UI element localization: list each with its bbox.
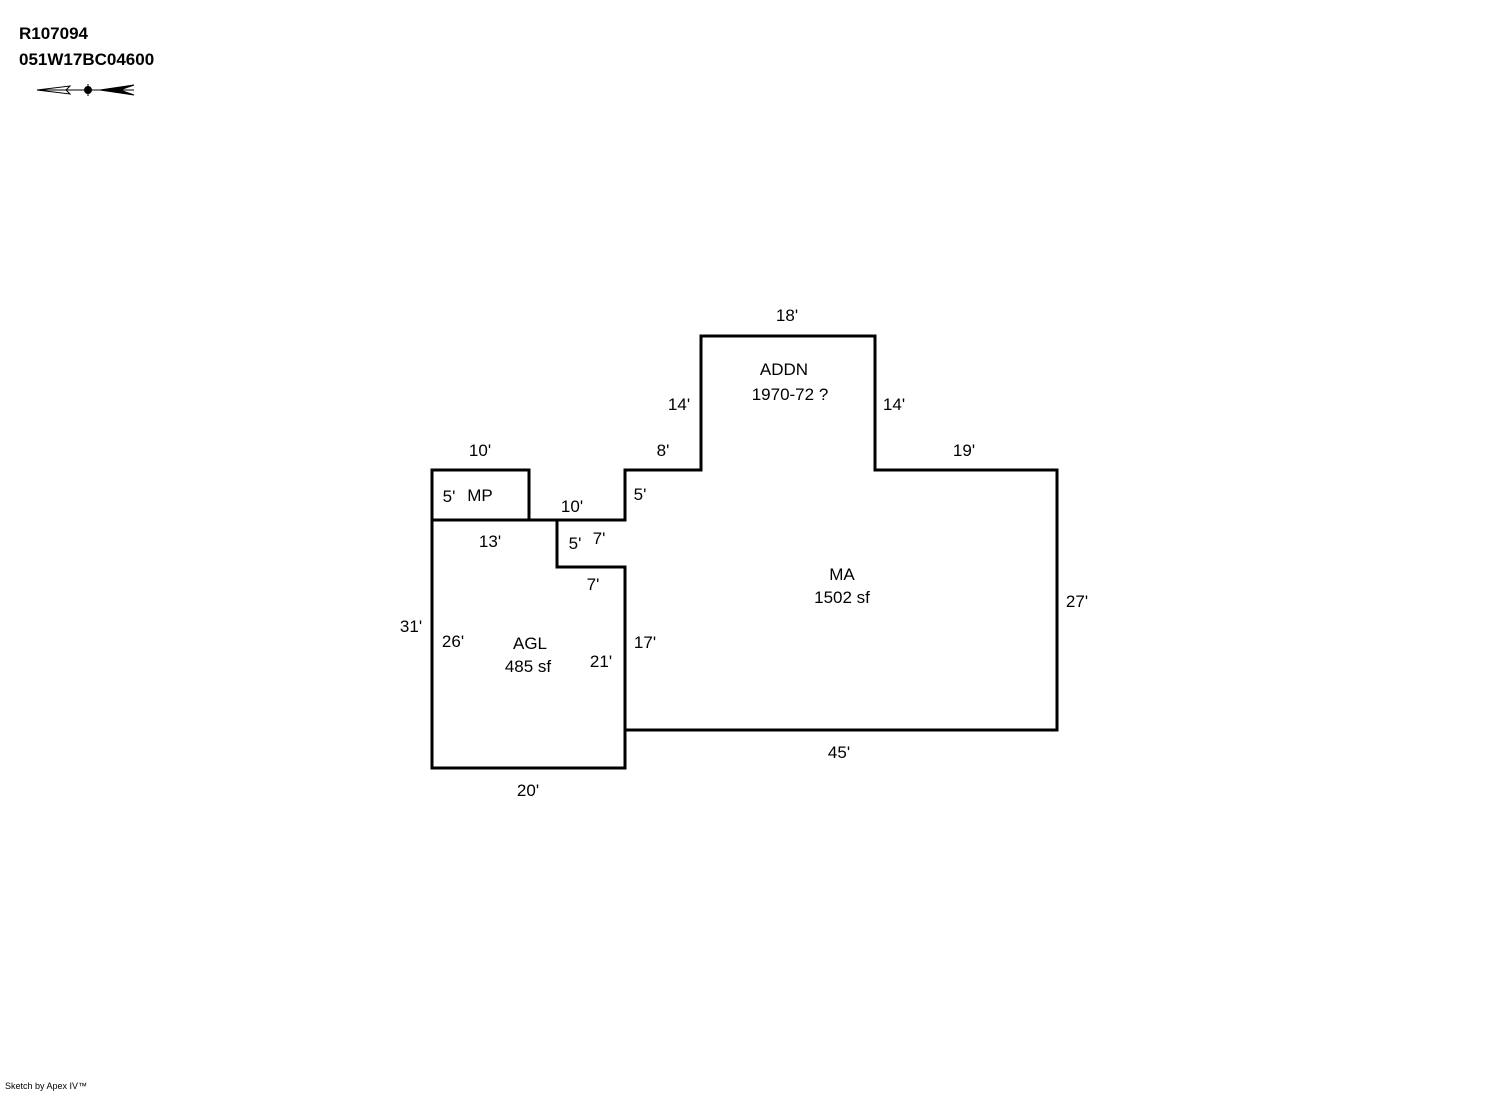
- dimension-label: 18': [776, 306, 798, 325]
- dimension-label: 31': [400, 617, 422, 636]
- footer-credit: Sketch by Apex IV™: [5, 1081, 88, 1091]
- dimension-label: 14': [668, 395, 690, 414]
- dimension-label: 7': [593, 529, 606, 548]
- area-size: 1502 sf: [814, 588, 870, 607]
- area-mp-outline: [430, 468, 531, 522]
- map-taxlot: 051W17BC04600: [19, 50, 155, 69]
- dimension-label: 5': [569, 534, 582, 553]
- north-arrow-icon: [36, 84, 135, 96]
- dimension-label: 21': [590, 652, 612, 671]
- record-id: R107094: [19, 24, 89, 43]
- dimension-label: 10': [561, 497, 583, 516]
- area-label: AGL: [513, 634, 547, 653]
- dimension-label: 8': [657, 441, 670, 460]
- area-label: MA: [829, 565, 855, 584]
- dimension-label: 27': [1066, 592, 1088, 611]
- area-agl-outline: [430, 518, 627, 770]
- area-label: MP: [467, 486, 493, 505]
- area-label: ADDN: [760, 360, 808, 379]
- dimension-label: 14': [883, 395, 905, 414]
- dimension-label: 13': [479, 532, 501, 551]
- dimension-label: 5': [443, 487, 456, 506]
- dimension-label: 26': [442, 632, 464, 651]
- dimension-label: 17': [634, 633, 656, 652]
- dimension-label: 20': [517, 781, 539, 800]
- dimension-label: 5': [634, 485, 647, 504]
- dimension-label: 19': [953, 441, 975, 460]
- dimension-label: 45': [828, 743, 850, 762]
- dimension-label: 7': [587, 575, 600, 594]
- area-size: 485 sf: [505, 657, 552, 676]
- area-note: 1970-72 ?: [752, 385, 829, 404]
- dimension-label: 10': [469, 441, 491, 460]
